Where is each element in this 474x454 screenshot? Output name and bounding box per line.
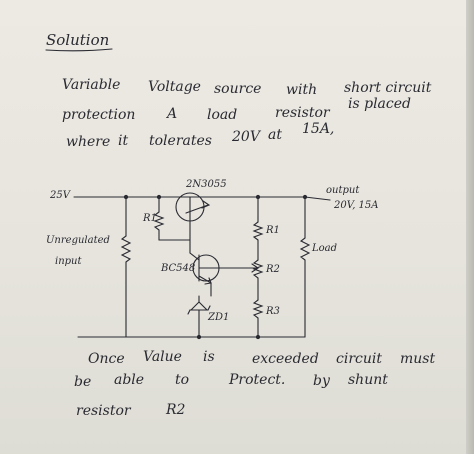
junction-dots [123, 194, 308, 340]
label-input-voltage: 25V [50, 190, 70, 201]
word: protection [62, 107, 136, 123]
word: 15A, [302, 121, 335, 137]
label-r1-bias: R1 [143, 213, 157, 224]
word: Once [88, 351, 125, 367]
label-output-rating: 20V, 15A [334, 200, 379, 211]
word: A [167, 106, 178, 122]
word: Value [143, 349, 182, 365]
pass-transistor-2n3055 [175, 192, 211, 241]
word: be [74, 374, 92, 390]
word: Protect. [229, 372, 286, 388]
word: circuit [336, 351, 382, 367]
label-output: output [326, 185, 360, 196]
word: is [203, 349, 215, 365]
word: R2 [166, 402, 186, 418]
label-bc548: BC548 [161, 263, 196, 274]
label-unregulated: Unregulated [46, 235, 110, 246]
label-r3: R3 [266, 306, 280, 317]
divider-r1-r2-r3 [252, 196, 264, 338]
heading-solution: Solution [46, 31, 110, 49]
word: Voltage [148, 79, 201, 95]
word: resistor [275, 105, 330, 121]
page-edge [466, 0, 474, 454]
zener-diode-zd1 [187, 295, 211, 338]
bias-resistor-r1 [153, 196, 191, 241]
word: resistor [76, 403, 131, 419]
word: short circuit [344, 80, 432, 96]
word: by [313, 373, 330, 389]
word: to [175, 372, 190, 388]
driver-transistor-bc548 [189, 239, 259, 297]
word: load [207, 107, 238, 123]
word: Variable [62, 77, 121, 93]
label-r1-divider: R1 [266, 225, 280, 236]
label-2n3055: 2N3055 [186, 179, 227, 190]
word: source [214, 81, 262, 97]
word: able [114, 372, 145, 388]
word: 20V [232, 129, 260, 145]
load-resistor [299, 196, 311, 338]
input-resistor [120, 196, 132, 338]
word: tolerates [149, 133, 212, 149]
word: with [286, 82, 318, 98]
word: where [66, 134, 111, 150]
label-zd1: ZD1 [208, 312, 230, 323]
word: at [268, 127, 282, 143]
word: is placed [348, 96, 411, 112]
word: shunt [348, 372, 388, 388]
word: exceeded [252, 351, 319, 367]
label-input: input [55, 256, 82, 267]
label-load: Load [312, 243, 338, 254]
word: it [118, 133, 129, 149]
heading-underline [45, 48, 113, 52]
word: must [400, 351, 436, 367]
label-r2: R2 [266, 264, 280, 275]
